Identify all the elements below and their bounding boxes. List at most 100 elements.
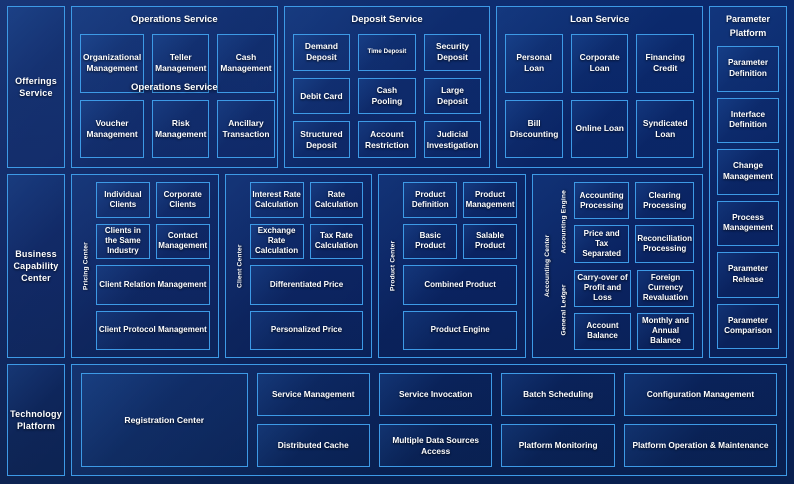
card-parameter-release[interactable]: Parameter Release <box>717 252 779 298</box>
row-offerings-service: Offerings Service Operations Service Org… <box>7 6 704 168</box>
card-clearing-processing[interactable]: Clearing Processing <box>635 182 695 220</box>
card-price-and-tax-separated[interactable]: Price and Tax Separated <box>574 225 630 263</box>
pair-mid-client-center: Exchange Rate Calculation Tax Rate Calcu… <box>249 223 364 259</box>
panel-parameter-platform: Parameter Platform Parameter Definition … <box>709 6 787 358</box>
panel-title-deposit-service: Deposit Service <box>351 14 423 25</box>
rail-offerings-service: Offerings Service <box>7 6 65 168</box>
card-differentiated-price[interactable]: Differentiated Price <box>249 265 364 305</box>
card-structured-deposit[interactable]: Structured Deposit <box>292 121 351 158</box>
card-reconciliation-processing[interactable]: Reconciliation Processing <box>635 225 695 263</box>
rail-technology-platform: Technology Platform <box>7 364 65 476</box>
panel-product-center: Product Center Product Definition Produc… <box>378 174 527 358</box>
card-platform-monitoring[interactable]: Platform Monitoring <box>501 424 615 467</box>
panel-pricing-center: Pricing Center Individual Clients Corpor… <box>71 174 219 358</box>
card-tax-rate-calculation[interactable]: Tax Rate Calculation <box>309 223 364 259</box>
panel-operations-service: Operations Service Organizational Manage… <box>71 6 278 168</box>
panel-title-parameter-platform: Parameter Platform <box>725 14 771 38</box>
grid-deposit-service: Demand Deposit Time Deposit Security Dep… <box>292 34 482 158</box>
panel-title-loan-service: Loan Service <box>570 14 630 25</box>
card-syndicated-loan[interactable]: Syndicated Loan <box>636 99 695 158</box>
card-platform-operation-and-maintenance[interactable]: Platform Operation & Maintenance <box>623 424 778 467</box>
card-time-deposit[interactable]: Time Deposit <box>358 34 416 71</box>
panel-accounting-center: Accounting Center Accounting Engine Acco… <box>532 174 704 358</box>
card-judicial-investigation[interactable]: Judicial Investigation <box>423 121 482 158</box>
card-distributed-cache[interactable]: Distributed Cache <box>256 424 370 467</box>
pair-mid-product-center: Basic Product Salable Product <box>403 223 518 259</box>
panel-deposit-service: Deposit Service Demand Deposit Time Depo… <box>283 6 491 168</box>
group-accounting-engine: Accounting Engine Accounting Processing … <box>558 182 695 263</box>
card-cash-pooling[interactable]: Cash Pooling <box>358 77 416 115</box>
card-account-balance[interactable]: Account Balance <box>574 312 632 350</box>
card-personalized-price[interactable]: Personalized Price <box>249 310 364 350</box>
card-foreign-currency-revaluation[interactable]: Foreign Currency Revaluation <box>637 269 695 307</box>
card-financing-credit[interactable]: Financing Credit <box>636 34 695 93</box>
card-contact-management[interactable]: Contact Management <box>155 223 210 259</box>
card-carry-over-of-profit-and-loss[interactable]: Carry-over of Profit and Loss <box>574 269 632 307</box>
card-large-deposit[interactable]: Large Deposit <box>423 77 482 115</box>
row-technology-platform: Technology Platform Registration Center … <box>7 364 787 476</box>
card-process-management[interactable]: Process Management <box>717 200 779 246</box>
card-change-management[interactable]: Change Management <box>717 149 779 195</box>
card-accounting-processing[interactable]: Accounting Processing <box>574 182 630 220</box>
card-monthly-and-annual-balance[interactable]: Monthly and Annual Balance <box>637 312 695 350</box>
card-client-relation-management[interactable]: Client Relation Management <box>96 265 210 305</box>
body-accounting-center: Accounting Engine Accounting Processing … <box>558 182 695 350</box>
card-product-management[interactable]: Product Management <box>463 182 518 218</box>
card-combined-product[interactable]: Combined Product <box>403 265 518 305</box>
card-demand-deposit[interactable]: Demand Deposit <box>292 34 351 71</box>
upper-main-columns: Offerings Service Operations Service Org… <box>7 6 704 358</box>
card-configuration-management[interactable]: Configuration Management <box>623 373 778 416</box>
body-client-center: Interest Rate Calculation Rate Calculati… <box>249 182 364 350</box>
body-product-center: Product Definition Product Management Ba… <box>403 182 518 350</box>
vertical-label-general-ledger: General Ledger <box>560 284 568 336</box>
panel-technology-platform: Registration Center Service Management D… <box>71 364 787 476</box>
card-risk-management[interactable]: Risk Management <box>152 99 210 158</box>
card-debit-card[interactable]: Debit Card <box>292 77 351 115</box>
vertical-label-pricing-center: Pricing Center <box>82 242 90 290</box>
card-product-engine[interactable]: Product Engine <box>403 310 518 350</box>
card-interest-rate-calculation[interactable]: Interest Rate Calculation <box>249 182 304 218</box>
card-voucher-management[interactable]: Voucher Management <box>80 99 145 158</box>
pair-top-pricing-center: Individual Clients Corporate Clients <box>96 182 210 218</box>
card-teller-management[interactable]: Teller Management <box>152 34 210 93</box>
card-personal-loan[interactable]: Personal Loan <box>505 34 563 93</box>
card-exchange-rate-calculation[interactable]: Exchange Rate Calculation <box>249 223 304 259</box>
card-batch-scheduling[interactable]: Batch Scheduling <box>501 373 615 416</box>
card-organizational-management[interactable]: Organizational Management <box>80 34 145 93</box>
row-business-capability-center: Business Capability Center Pricing Cente… <box>7 174 704 358</box>
card-corporate-loan[interactable]: Corporate Loan <box>570 34 629 93</box>
card-multiple-data-sources-access[interactable]: Multiple Data Sources Access <box>378 424 493 467</box>
vertical-label-client-center: Client Center <box>236 244 244 288</box>
panel-title-operations-service: Operations Service <box>131 14 218 25</box>
card-interface-definition[interactable]: Interface Definition <box>717 97 779 143</box>
card-individual-clients[interactable]: Individual Clients <box>96 182 150 218</box>
card-basic-product[interactable]: Basic Product <box>403 223 458 259</box>
grid-general-ledger: Carry-over of Profit and Loss Foreign Cu… <box>574 269 695 350</box>
card-parameter-comparison[interactable]: Parameter Comparison <box>717 303 779 349</box>
card-product-definition[interactable]: Product Definition <box>403 182 458 218</box>
card-clients-in-the-same-industry[interactable]: Clients in the Same Industry <box>96 223 150 259</box>
card-salable-product[interactable]: Salable Product <box>463 223 518 259</box>
card-rate-calculation[interactable]: Rate Calculation <box>309 182 364 218</box>
card-bill-discounting[interactable]: Bill Discounting <box>505 99 563 158</box>
card-security-deposit[interactable]: Security Deposit <box>423 34 482 71</box>
vertical-label-product-center: Product Center <box>389 240 397 292</box>
card-account-restriction[interactable]: Account Restriction <box>358 121 416 158</box>
grid-loan-service: Personal Loan Corporate Loan Financing C… <box>505 34 695 158</box>
card-corporate-clients[interactable]: Corporate Clients <box>155 182 210 218</box>
tech-column-4: Configuration Management Platform Operat… <box>623 373 778 467</box>
card-registration-center[interactable]: Registration Center <box>81 373 248 467</box>
upper-area: Offerings Service Operations Service Org… <box>7 6 787 358</box>
panel-client-center: Client Center Interest Rate Calculation … <box>224 174 373 358</box>
pair-top-client-center: Interest Rate Calculation Rate Calculati… <box>249 182 364 218</box>
card-ancillary-transaction[interactable]: Ancillary Transaction <box>217 99 275 158</box>
card-cash-management[interactable]: Cash Management <box>217 34 275 93</box>
card-service-management[interactable]: Service Management <box>256 373 370 416</box>
card-online-loan[interactable]: Online Loan <box>570 99 629 158</box>
card-parameter-definition[interactable]: Parameter Definition <box>717 46 779 92</box>
card-service-invocation[interactable]: Service Invocation <box>378 373 493 416</box>
vertical-label-accounting-engine: Accounting Engine <box>560 190 568 254</box>
card-client-protocol-management[interactable]: Client Protocol Management <box>96 310 210 350</box>
tech-column-3: Batch Scheduling Platform Monitoring <box>501 373 615 467</box>
